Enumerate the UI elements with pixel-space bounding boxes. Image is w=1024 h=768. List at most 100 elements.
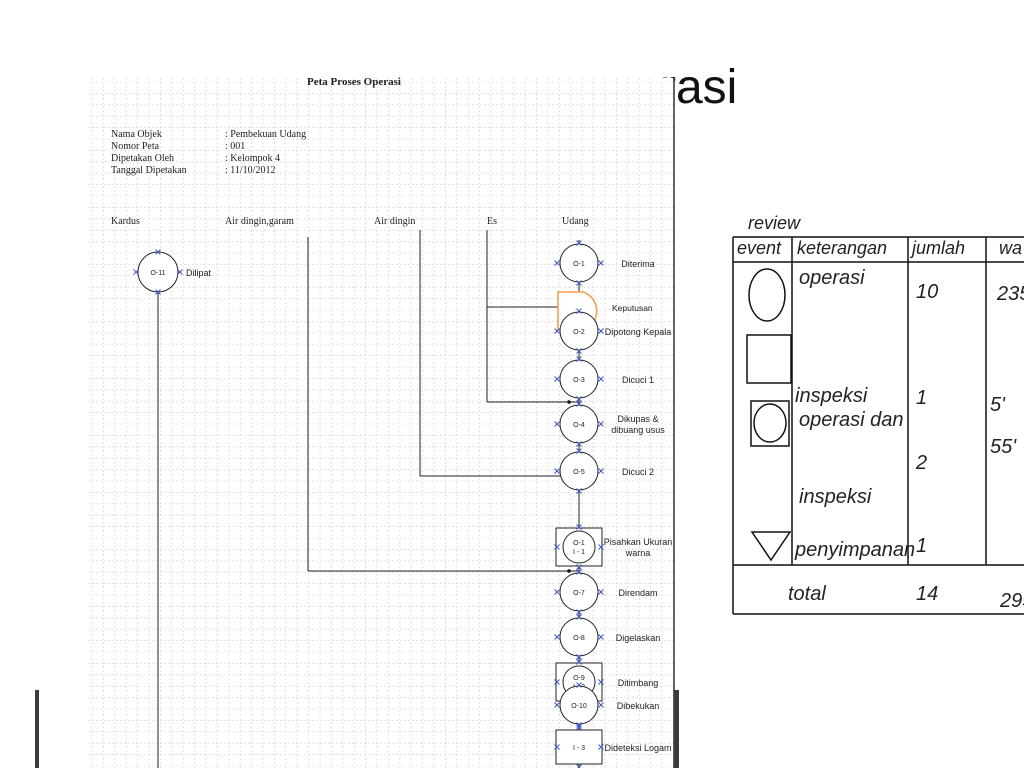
keterangan-text: penyimpanan — [794, 539, 915, 561]
step-label: Diterima — [621, 259, 655, 269]
marker-stroke — [577, 764, 582, 768]
connector-marker — [576, 448, 582, 454]
marker-stroke — [554, 376, 560, 382]
marker-stroke — [554, 260, 560, 266]
marker-stroke — [576, 682, 582, 688]
connector-marker — [598, 421, 604, 427]
operation-circle — [559, 617, 599, 657]
connector-marker — [576, 348, 582, 354]
marker-stroke — [576, 356, 582, 362]
marker-stroke — [554, 328, 560, 334]
meta-value: : 001 — [225, 141, 245, 152]
total-label: total — [788, 583, 826, 605]
keterangan-text: operasi dan — [799, 409, 904, 431]
marker-stroke — [576, 614, 582, 620]
step-code: I - 3 — [573, 745, 585, 752]
marker-stroke — [554, 679, 560, 685]
triangle-symbol — [750, 531, 792, 562]
marker-stroke — [576, 308, 582, 314]
square-symbol — [750, 400, 790, 447]
connector-marker — [598, 468, 604, 474]
feed-arrow-dot — [567, 400, 571, 404]
step-code: O-8 — [573, 635, 585, 642]
waktu-text: 235 — [996, 283, 1024, 305]
marker-stroke — [576, 448, 582, 454]
connector-marker — [576, 488, 582, 494]
meta-value: : 11/10/2012 — [225, 165, 275, 176]
keterangan-text-secondary: inspeksi — [799, 486, 872, 508]
connector-marker — [576, 569, 582, 575]
connector-marker — [554, 421, 560, 427]
marker-stroke — [576, 524, 582, 530]
step-code: O-10 — [571, 703, 587, 710]
connector-marker — [576, 396, 582, 402]
connector-marker — [576, 764, 582, 768]
marker-stroke — [554, 421, 560, 427]
marker-stroke — [576, 280, 582, 286]
jumlah-text: 1 — [916, 387, 927, 409]
meta-label: Tanggal Dipetakan — [111, 165, 187, 176]
marker-stroke — [576, 240, 582, 246]
marker-stroke — [598, 589, 604, 595]
meta-value: : Kelompok 4 — [225, 153, 280, 164]
marker-stroke — [576, 569, 582, 575]
meta-label: Nama Objek — [111, 129, 162, 140]
connector-marker — [598, 702, 604, 708]
waktu-text: 55' — [990, 436, 1017, 458]
marker-stroke — [155, 289, 161, 295]
marker-stroke — [554, 468, 560, 474]
summary-header-jumlah: jumlah — [909, 238, 965, 258]
slide-frame-right — [674, 690, 679, 768]
jumlah-text: 10 — [916, 281, 938, 303]
jumlah-text: 2 — [915, 452, 927, 474]
step-code: O-9 — [573, 675, 585, 682]
connector-marker — [177, 269, 183, 275]
step-code: O-7 — [573, 590, 585, 597]
step-i3: I - 3 Dideteksi Logam — [555, 729, 672, 765]
step-code: O-5 — [573, 469, 585, 476]
marker-stroke — [598, 328, 604, 334]
operation-circle — [559, 685, 599, 725]
meta-value: : Pembekuan Udang — [225, 129, 306, 140]
connector-marker — [133, 269, 139, 275]
marker-stroke — [598, 421, 604, 427]
step-label: Pisahkan Ukuran — [604, 537, 673, 547]
step-code: O-4 — [573, 422, 585, 429]
marker-stroke — [576, 659, 582, 665]
step-label: Digelaskan — [616, 633, 661, 643]
material-label: Udang — [562, 216, 589, 227]
step-code: O-11 — [150, 270, 165, 277]
connector-marker — [576, 524, 582, 530]
marker-stroke — [598, 544, 604, 550]
connector-marker — [554, 376, 560, 382]
connector-marker — [598, 376, 604, 382]
marker-stroke — [576, 396, 582, 402]
marker-stroke — [554, 634, 560, 640]
material-label: Kardus — [111, 216, 140, 227]
connector-marker — [576, 614, 582, 620]
square-symbol — [746, 334, 792, 384]
marker-stroke — [576, 722, 582, 728]
circle-symbol — [753, 403, 787, 443]
meta-label: Dipetakan Oleh — [111, 153, 174, 164]
jumlah-text: 1 — [916, 535, 927, 557]
marker-stroke — [554, 744, 560, 750]
marker-stroke — [576, 654, 582, 660]
chart-title: Peta Proses Operasi — [307, 76, 401, 88]
summary-title: review — [748, 213, 801, 233]
step-label: Direndam — [618, 588, 657, 598]
connector-marker — [576, 682, 582, 688]
connector-marker — [576, 401, 582, 407]
connector-marker — [576, 609, 582, 615]
operation-circle — [562, 530, 596, 564]
step-label-secondary: dibuang usus — [611, 425, 665, 435]
inspection-square — [555, 729, 603, 765]
total-waktu: 295 — [999, 590, 1024, 612]
marker-stroke — [576, 401, 582, 407]
summary-header-event: event — [737, 238, 782, 258]
step-label: Dideteksi Logam — [604, 743, 671, 753]
